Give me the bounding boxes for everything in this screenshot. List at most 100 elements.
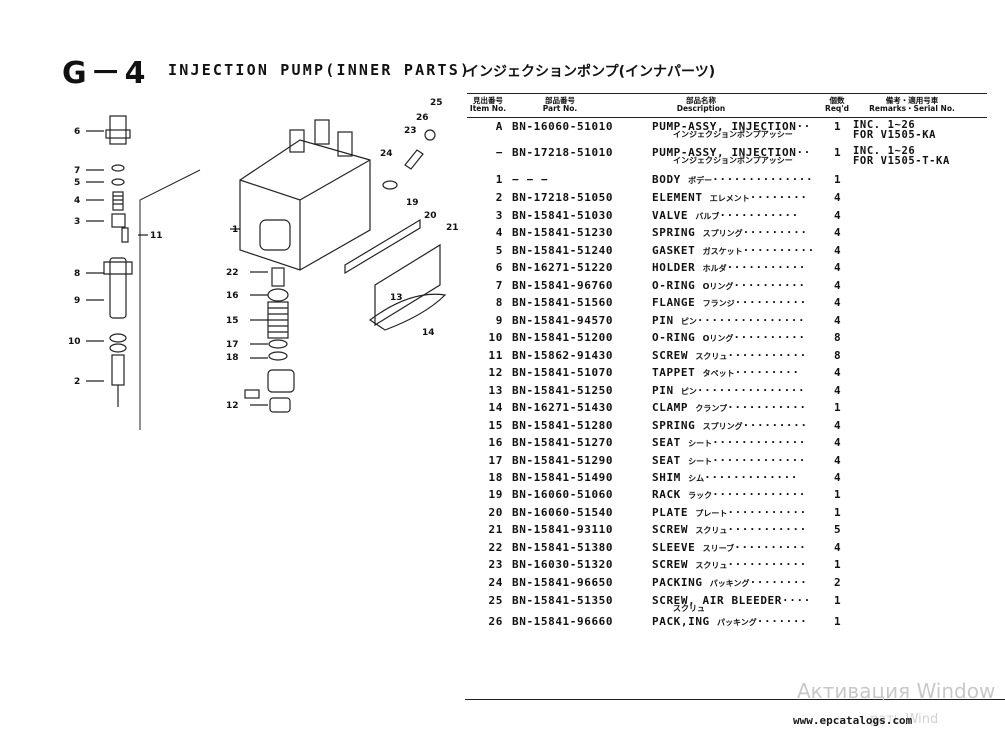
remarks-line-2: FOR V1505-KA [853, 129, 937, 141]
description: CLAMP クランプ··········· [652, 401, 807, 414]
pin-part-13 [244, 389, 260, 399]
leader-dots: ········ [749, 576, 808, 589]
item-number: 8 [495, 296, 503, 309]
part-number: BN-15841-93110 [512, 523, 614, 536]
quantity: 4 [834, 279, 842, 292]
description-en: SLEEVE [652, 541, 696, 554]
description-en: PLATE [652, 506, 689, 519]
callout-26: 26 [416, 113, 429, 123]
description-jp: バルブ [695, 212, 720, 221]
description-en: O-RING [652, 331, 696, 344]
description-jp: Oリング [702, 282, 734, 291]
leader-dots: ··········· [727, 349, 807, 362]
callout-4: 4 [74, 196, 80, 206]
quantity: 4 [834, 454, 842, 467]
part-number: BN-16060-51540 [512, 506, 614, 519]
footer-url[interactable]: www.epcatalogs.com [793, 714, 913, 727]
callout-1: 1 [232, 225, 238, 235]
item-number: 16 [488, 436, 503, 449]
description: SCREW スクリュ··········· [652, 349, 807, 362]
description-sub-jp: インジェクションポンプアッシー [673, 130, 793, 139]
item-number: 14 [488, 401, 503, 414]
leader-dots: ········· [742, 419, 808, 432]
callout-17: 17 [226, 340, 239, 350]
description: O-RING Oリング·········· [652, 331, 806, 344]
header-rule-top [467, 93, 987, 94]
item-number: 23 [488, 558, 503, 571]
leader-dots: ············· [704, 471, 799, 484]
leader-dots: ········· [742, 226, 808, 239]
description: VALVE バルブ··········· [652, 209, 799, 222]
item-number: 26 [488, 615, 503, 628]
exploded-parts-diagram: 6 7 5 4 3 11 8 9 10 2 1 22 16 15 17 18 1… [68, 98, 459, 430]
description: PIN ピン··············· [652, 314, 805, 327]
part-number: BN-15841-51560 [512, 296, 614, 309]
leader-dots: ··········· [726, 261, 807, 274]
description-en: O-RING [652, 279, 696, 292]
leader-dots: ·········· [733, 279, 806, 292]
item-number: 22 [488, 541, 503, 554]
description-jp: ピン [680, 387, 697, 396]
quantity: 4 [834, 296, 842, 309]
callout-16: 16 [226, 291, 239, 301]
quantity: 4 [834, 419, 842, 432]
spring-part-4 [112, 191, 124, 211]
description-en: PIN [652, 314, 674, 327]
leader-dots: ············· [712, 488, 807, 501]
description-jp: スプリング [702, 229, 743, 238]
page-title-en: INJECTION PUMP(INNER PARTS) [168, 61, 472, 79]
description: SHIM シム············· [652, 471, 798, 484]
description-jp: エレメント [709, 194, 750, 203]
item-number: 6 [495, 261, 503, 274]
quantity: 8 [834, 331, 842, 344]
description-en: BODY [652, 173, 681, 186]
quantity: 4 [834, 261, 842, 274]
description-jp: タペット [702, 369, 735, 378]
quantity: 1 [834, 615, 842, 628]
bleeder-screw-part-25 [424, 129, 436, 141]
description: BODY ボデー·············· [652, 173, 813, 186]
callout-11: 11 [150, 231, 163, 241]
description: PLATE プレート··········· [652, 506, 807, 519]
callout-20: 20 [424, 211, 437, 221]
callout-6: 6 [74, 127, 80, 137]
description: HOLDER ホルダ··········· [652, 261, 806, 274]
description: SCREW スクリュ··········· [652, 523, 807, 536]
part-number: BN-15841-51280 [512, 419, 614, 432]
callout-12: 12 [226, 401, 239, 411]
part-number: BN-15841-94570 [512, 314, 614, 327]
item-number: 10 [488, 331, 503, 344]
leader-dots: ··········· [727, 558, 807, 571]
description-en: RACK [652, 488, 681, 501]
quantity: 1 [834, 506, 842, 519]
leader-dots: ·········· [734, 296, 807, 309]
seat-part-16 [267, 288, 289, 302]
header-rule-bottom [467, 117, 987, 118]
leader-dots: ··············· [696, 384, 806, 397]
quantity: 4 [834, 226, 842, 239]
sleeve-part-22 [271, 267, 285, 287]
item-number: A [495, 120, 503, 133]
callout-10: 10 [68, 337, 81, 347]
description: SEAT シート············· [652, 436, 806, 449]
part-number: BN-15841-51240 [512, 244, 614, 257]
quantity: 1 [834, 146, 842, 159]
part-number: BN-15841-96650 [512, 576, 614, 589]
description-en: SEAT [652, 454, 681, 467]
quantity: 5 [834, 523, 842, 536]
description-sub-jp: インジェクションポンプアッシー [673, 156, 793, 165]
item-number: 25 [488, 594, 503, 607]
description-en: SPRING [652, 226, 696, 239]
description-jp: スクリュ [695, 526, 728, 535]
leader-dots: ···· [782, 594, 811, 607]
description: TAPPET タペット········· [652, 366, 800, 379]
description-jp: フランジ [702, 299, 735, 308]
footer-rule [465, 699, 1005, 700]
quantity: 2 [834, 576, 842, 589]
description-jp: スクリュ [695, 352, 728, 361]
item-number: 1 [495, 173, 503, 186]
